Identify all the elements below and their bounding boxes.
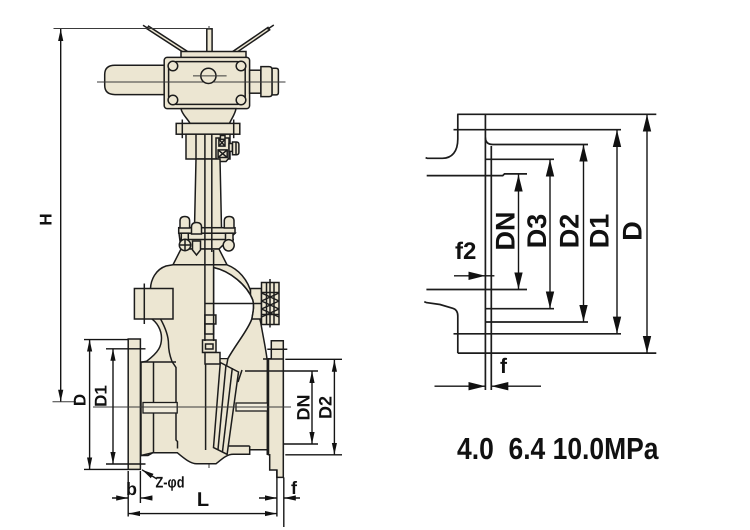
svg-text:Z-φd: Z-φd [156,475,185,492]
svg-text:DN: DN [491,212,521,251]
svg-text:f: f [291,478,298,498]
svg-text:b: b [126,479,137,499]
svg-text:DN: DN [294,395,314,421]
svg-text:f2: f2 [455,238,476,265]
svg-text:f: f [500,355,508,378]
svg-text:D2: D2 [316,396,336,419]
svg-text:D: D [618,221,648,241]
svg-text:4.0 6.4 10.0MPa: 4.0 6.4 10.0MPa [457,432,659,466]
svg-text:D1: D1 [92,385,111,407]
svg-text:D: D [70,394,89,406]
svg-text:L: L [197,489,209,511]
svg-text:D1: D1 [585,214,615,249]
svg-text:D3: D3 [522,214,552,249]
svg-text:D2: D2 [555,214,585,249]
svg-text:H: H [37,213,56,225]
